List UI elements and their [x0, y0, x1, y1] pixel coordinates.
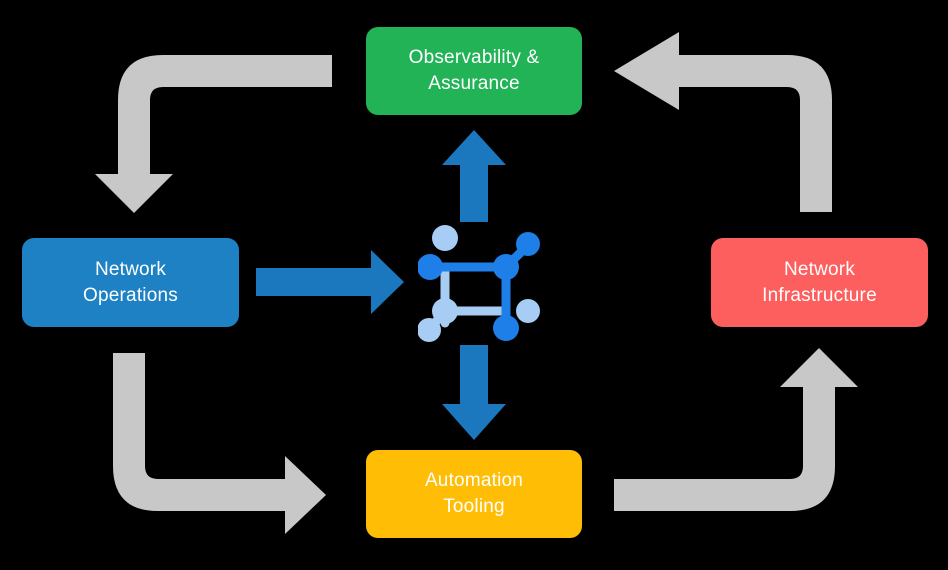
node-network-operations[interactable]: Network Operations	[22, 238, 239, 327]
arrow-center-to-automation	[442, 345, 506, 440]
arrow-observability-to-operations	[95, 55, 332, 213]
arrow-operations-to-automation	[113, 353, 326, 534]
node-network-infrastructure[interactable]: Network Infrastructure	[711, 238, 928, 327]
network-topology-icon	[417, 218, 542, 342]
arrow-center-to-observability	[442, 130, 506, 222]
node-automation-tooling[interactable]: Automation Tooling	[366, 450, 582, 538]
arrow-infrastructure-to-observability	[614, 32, 832, 212]
topology-dark-nodes	[417, 232, 540, 341]
node-observability-assurance[interactable]: Observability & Assurance	[366, 27, 582, 115]
arrow-operations-to-center	[256, 250, 404, 314]
topology-light-nodes	[417, 225, 540, 342]
arrow-automation-to-infrastructure	[614, 348, 858, 511]
